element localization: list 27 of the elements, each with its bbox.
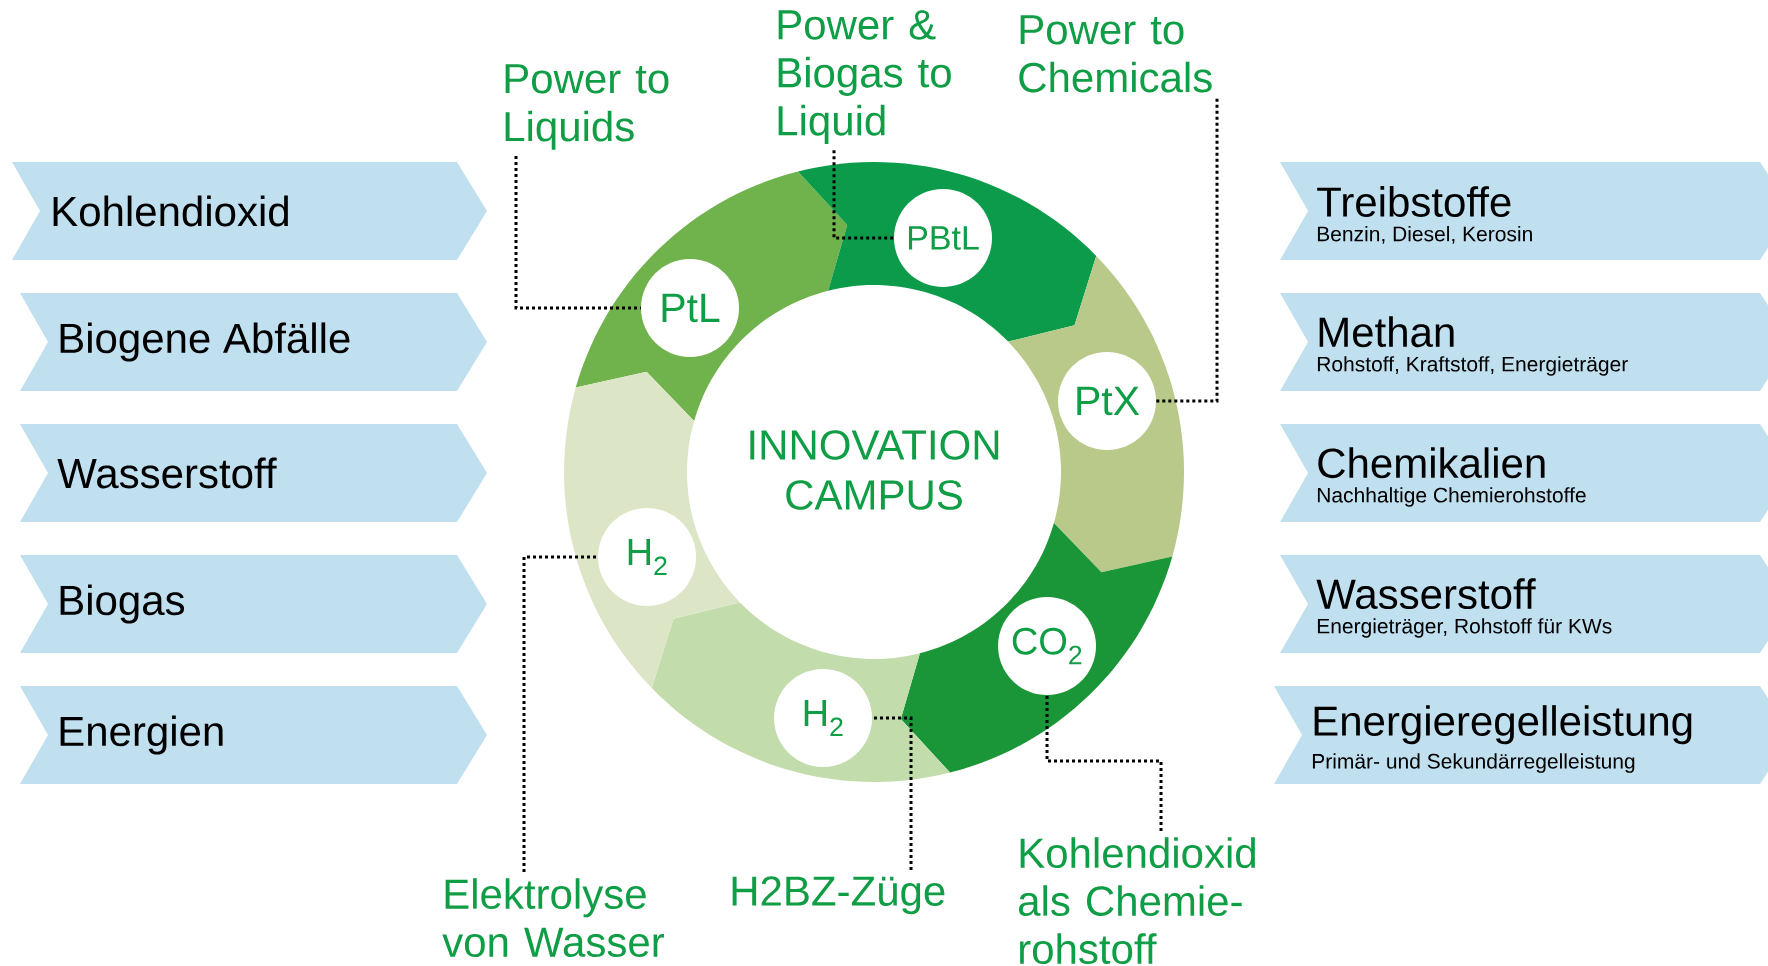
callout-text: Power to Liquids [505, 64, 669, 150]
node-label: H$_{2}$ [804, 699, 843, 737]
arrow-box: Biogas [20, 555, 487, 653]
callout-text: Power & Biogas to Liquid [778, 10, 951, 144]
leader-line [872, 716, 913, 870]
node-label: H$_{2}$ [628, 538, 667, 576]
leader-line [514, 156, 641, 310]
node-label: CO$_{2}$ [1012, 627, 1082, 665]
arrow-box: Treibstoffe Benzin, Diesel, Kerosin [1280, 162, 1768, 260]
arrow-box: Biogene Abfälle [20, 293, 487, 391]
leader-line [522, 555, 598, 872]
node-label: PtX [1077, 386, 1140, 416]
arrow-box: Wasserstoff Energieträger, Rohstoff für KWs [1280, 555, 1768, 653]
arrow-box: Chemikalien Nachhaltige Chemierohstoffe [1280, 424, 1768, 522]
arrow-box: Energien [20, 686, 487, 784]
callout-text: Elektrolyse von Wasser [442, 878, 664, 958]
node-label: PtL [662, 293, 720, 323]
callout-text: Power to Chemicals [1019, 15, 1212, 93]
arrow-box: Energieregelleistung Primär- und Sekundärregelleistung [1274, 686, 1768, 784]
arrow-box: Kohlendioxid [12, 162, 487, 260]
arrow-box: Wasserstoff [20, 424, 487, 522]
callout-text: H2BZ-Züge [732, 876, 945, 915]
arrow-box: Methan Rohstoff, Kraftstoff, Energieträger [1280, 293, 1768, 391]
callout-text: Kohlendioxid als Chemie-rohstoff [1019, 837, 1255, 965]
center-text: INNOVATION CAMPUS [750, 430, 999, 510]
leader-line [1156, 98, 1219, 403]
leader-line [1045, 695, 1163, 831]
